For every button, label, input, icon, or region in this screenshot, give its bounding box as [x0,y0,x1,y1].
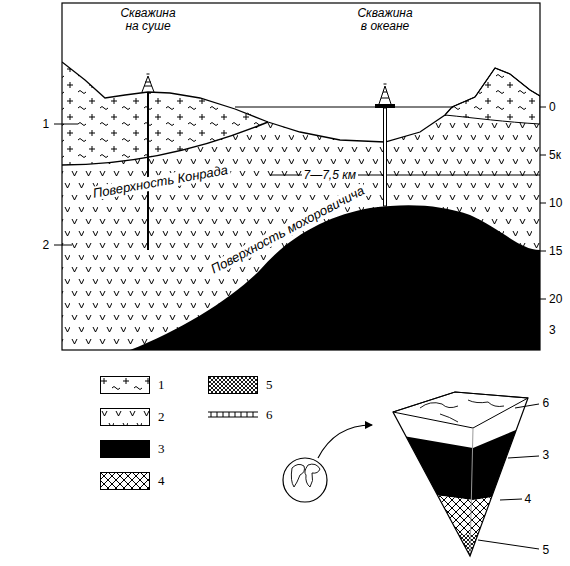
swatch-pattern [209,377,258,394]
well-label: Скважина на суше [116,7,180,33]
legend-item: 2 [100,408,165,426]
callout-number: 6 [543,397,550,410]
depth-value: 0 [549,101,556,114]
callout-number: 4 [525,493,532,506]
globe-outline [283,458,327,502]
callout-number: 3 [549,324,556,337]
callout-number: 1 [43,118,50,131]
legend-number: 1 [158,377,165,393]
depth-value: 20 [549,293,562,306]
legend-item: 1 [100,376,165,394]
dimension: 7—7,5 км [302,169,359,182]
legend-number: 2 [158,409,165,425]
legend-item: 3 [100,440,165,458]
ground-surface [62,62,540,142]
callout-number: 3 [543,449,550,462]
ocean-water [235,107,452,142]
surface-name: Поверхность Конрада [89,163,230,202]
legend-number: 4 [158,473,165,489]
legend-swatch [100,376,150,394]
land-well [147,92,149,250]
legend-item: 6 [208,406,273,424]
leader-line [54,124,78,245]
legend-swatch [208,376,258,394]
swatch-pattern [101,377,150,394]
swatch-pattern [101,409,150,426]
legend-number: 3 [158,441,165,457]
surface-relief [420,400,504,422]
globe [283,425,372,502]
cross-section [62,62,540,350]
derrick [379,84,391,104]
sea-level [235,107,452,108]
outer-core-band [380,488,540,535]
conrad-surface [62,122,268,165]
depth-value: 5к [549,149,561,162]
cone-top [393,392,528,428]
continents [291,464,320,487]
surface-name: Поверхность мохоровичича [207,183,369,278]
depth-value: 10 [549,197,562,210]
legend-swatch [208,406,258,424]
frame [62,3,540,350]
depth-value: 15 [549,245,562,258]
leader-line [478,404,539,549]
island-granite [445,68,540,124]
legend-number: 6 [266,407,273,423]
granite-layer [62,62,268,165]
legend-item: 5 [208,376,273,394]
platform [375,104,395,108]
arrow [318,425,372,458]
legend-swatch [100,472,150,490]
earth-cone [380,380,540,566]
ocean-well [384,108,387,206]
legend-item: 4 [100,472,165,490]
derrick [142,74,154,92]
callout-number: 2 [43,239,50,252]
legend-swatch [100,408,150,426]
mantle [130,205,540,350]
legend-swatch [100,440,150,458]
crust-band [380,380,540,450]
legend-number: 5 [266,377,273,393]
depth-ticks [540,107,546,299]
cone-outline [393,392,528,556]
cone-edge [470,428,473,556]
swatch-pattern [101,473,150,490]
well-label: Скважина в океане [353,7,417,33]
swatch-line [208,412,258,417]
callout-number: 5 [543,544,550,557]
swatch-fill [101,441,150,458]
